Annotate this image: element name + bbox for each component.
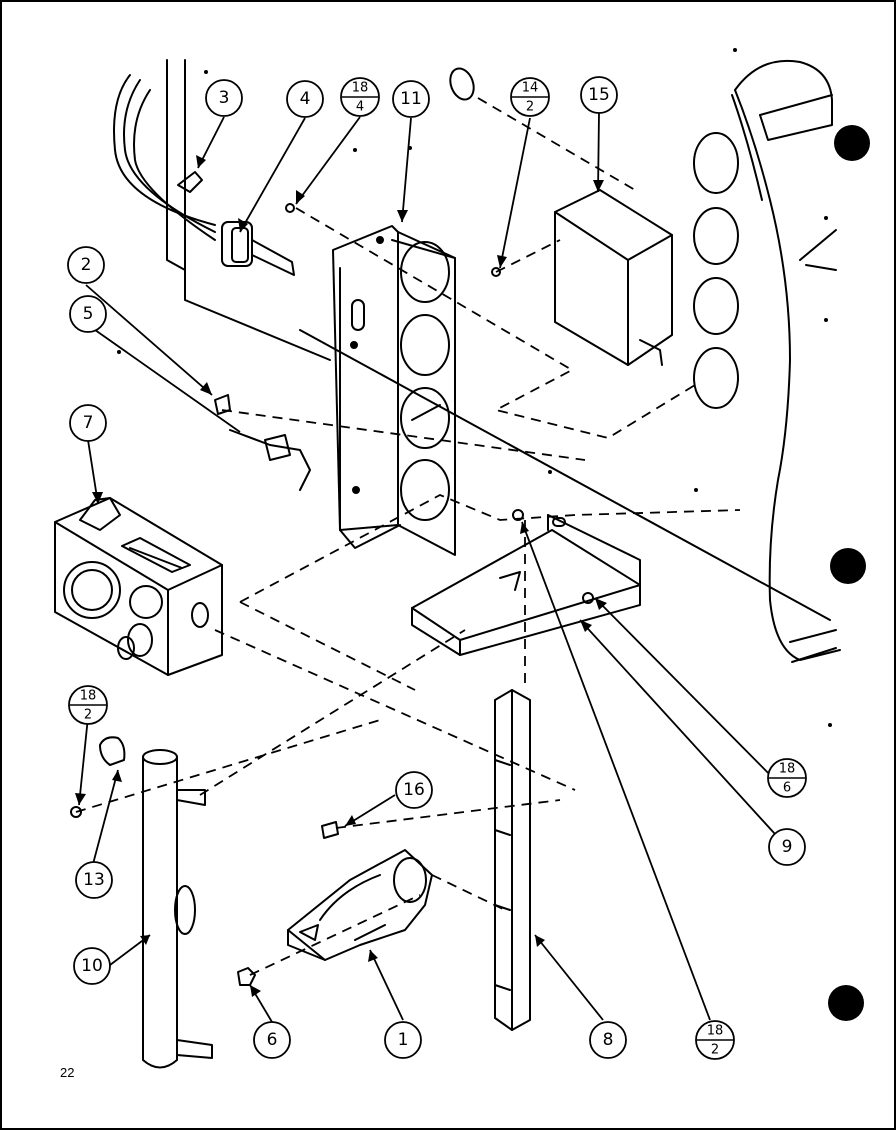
fraction-14-2-top: 14 [522,81,539,96]
part-8-channel [494,689,531,1031]
fraction-18-6-bottom: 6 [783,781,791,796]
part-15-module-box [554,189,673,366]
callout-5: 5 [83,304,94,324]
leader-lines [78,112,786,1023]
nut-14-2 [491,267,501,277]
callout-1: 1 [398,1030,409,1050]
callout-circles [67,76,806,1059]
part-9-shelf [411,514,641,656]
binder-hole [834,125,870,161]
callout-3: 3 [219,88,230,108]
callout-11: 11 [400,89,422,109]
page-number: 22 [60,1065,75,1080]
assembly-lines [75,97,741,976]
screw-18-2-upper [512,509,524,521]
callout-16: 16 [403,780,425,800]
part-1-burner [287,849,433,961]
fraction-18-2-bottom: 2 [84,708,92,723]
part-11-bracket [332,225,456,556]
binder-hole [830,548,866,584]
fraction-18-2b-top: 18 [707,1024,724,1039]
arrowheads [75,155,607,997]
mounting-plate [113,59,831,621]
part-6-nut [237,967,256,986]
callout-7: 7 [83,413,94,433]
fraction-18-6-top: 18 [779,762,796,777]
fraction-18-4-bottom: 4 [356,100,364,115]
callout-15: 15 [588,85,610,105]
part-3-clip [177,171,203,193]
fraction-18-4-top: 18 [352,81,369,96]
callout-6: 6 [267,1030,278,1050]
fraction-bars [70,96,805,1041]
callout-4: 4 [300,89,311,109]
screw-18-4 [285,203,295,213]
cabinet-panel [449,59,841,663]
binder-hole [828,985,864,1021]
nut-18-2 [70,806,82,818]
fraction-14-2-bottom: 2 [526,100,534,115]
callout-13: 13 [83,870,105,890]
part-16-screw [321,821,339,839]
callout-10: 10 [81,956,103,976]
fraction-18-2b-bottom: 2 [711,1043,719,1058]
part-5-igniter [229,429,311,491]
part-10-pipe [142,749,213,1069]
fraction-18-2-top: 18 [80,689,97,704]
callout-9: 9 [782,837,793,857]
callout-8: 8 [603,1030,614,1050]
part-13-clip [99,736,126,766]
part-7-gas-valve [54,497,223,676]
callout-2: 2 [81,255,92,275]
part-2-screw [214,394,231,415]
part-4-connector [221,221,295,276]
